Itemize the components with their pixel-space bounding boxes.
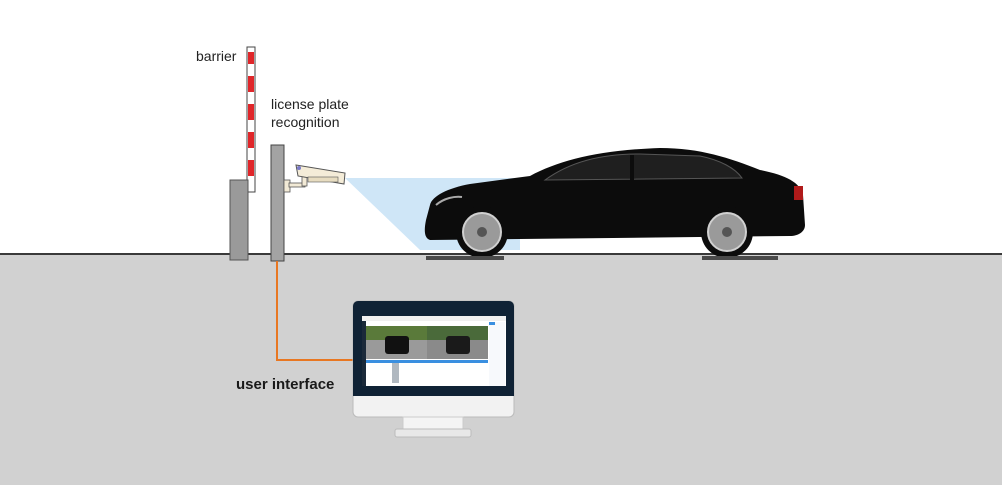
monitor-icon [352, 300, 515, 438]
user-interface-label: user interface [236, 376, 335, 393]
barrier-post [229, 179, 249, 261]
lpr-camera-icon [283, 164, 346, 193]
lpr-pole [270, 144, 285, 262]
car [424, 148, 805, 258]
lpr-label-line2: recognition [271, 114, 340, 130]
barrier-label: barrier [196, 48, 237, 64]
lpr-label-line1: license plate [271, 96, 349, 112]
ground-sensor-front [426, 256, 504, 260]
ground-sensor-rear [702, 256, 778, 260]
connector-line [276, 261, 355, 361]
barrier-arm [246, 46, 256, 193]
